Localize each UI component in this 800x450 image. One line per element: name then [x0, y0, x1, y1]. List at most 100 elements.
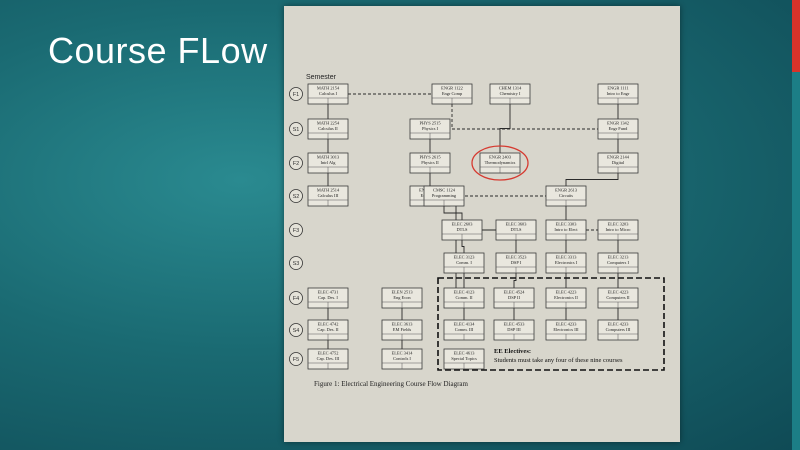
course-name: Programming — [432, 193, 457, 198]
semester-marker: S2 — [289, 189, 303, 203]
prereq-line — [450, 195, 457, 288]
course-code: MATH 2154 — [317, 86, 340, 91]
course-name: Electronics I — [555, 260, 578, 265]
course-name: Circuits — [559, 193, 573, 198]
course-code: ELEC 3303 — [556, 222, 578, 227]
course-name: Calculus III — [318, 193, 339, 198]
course-code: ELEC 3613 — [392, 322, 414, 327]
course-name: Physics II — [421, 160, 439, 165]
course-code: ELEC 4613 — [454, 351, 476, 356]
course-code: ELEC 3213 — [608, 255, 630, 260]
course-code: ELEC 3603 — [506, 222, 528, 227]
course-code: ELEC 4134 — [454, 322, 476, 327]
course-name: Cap. Des. II — [317, 327, 339, 332]
semester-label: S3 — [293, 261, 300, 267]
course-code: ELEC 2603 — [452, 222, 474, 227]
semester-marker: F3 — [289, 223, 303, 237]
course-code: ELEC 4533 — [504, 322, 526, 327]
course-name: Comm. I — [456, 260, 472, 265]
course-name: DSP II — [508, 295, 520, 300]
course-name: Cap. Des. III — [317, 356, 340, 361]
course-code: ENGR 1122 — [441, 86, 463, 91]
course-name: DSP I — [511, 260, 522, 265]
semester-marker: S1 — [289, 122, 303, 136]
course-code: ELEC 3523 — [506, 255, 528, 260]
prereq-line — [499, 104, 511, 153]
course-code: ELEC 4123 — [454, 290, 476, 295]
course-name: Electronics III — [553, 327, 579, 332]
course-code: ELEC 4223 — [608, 290, 630, 295]
semester-label: S2 — [293, 194, 300, 200]
course-name: Digital — [612, 160, 625, 165]
course-code: CMSC 1124 — [433, 188, 456, 193]
semester-label: F4 — [293, 296, 299, 302]
semester-label: F1 — [293, 92, 299, 98]
course-name: Eng Econ — [393, 295, 411, 300]
coreq-line — [451, 104, 598, 130]
course-name: Comm. II — [455, 295, 473, 300]
course-code: ENGR 2403 — [489, 155, 512, 160]
semester-label: S1 — [293, 127, 300, 133]
course-name: Engr Fund — [609, 126, 628, 131]
course-code: ELEC 4233 — [608, 322, 630, 327]
semester-marker: S3 — [289, 256, 303, 270]
course-code: ENGR 1111 — [607, 86, 628, 91]
course-code: ENGR 2613 — [555, 188, 578, 193]
course-code: MATH 2254 — [317, 121, 340, 126]
course-code: ELEC 3203 — [608, 222, 630, 227]
course-name: DTLS — [457, 227, 469, 232]
course-code: ELEC 3313 — [556, 255, 578, 260]
course-code: ELEC 3414 — [392, 351, 414, 356]
course-name: Intro to Elect — [554, 227, 578, 232]
semester-label: S4 — [293, 328, 300, 334]
figure-caption: Figure 1: Electrical Engineering Course … — [314, 380, 469, 388]
course-code: PHYS 2515 — [419, 121, 441, 126]
electives-region — [437, 277, 665, 371]
course-code: ELEC 4233 — [556, 322, 578, 327]
electives-note: Students must take any four of these nin… — [494, 357, 623, 364]
semester-label: F3 — [293, 228, 299, 234]
course-name: Computers III — [606, 327, 631, 332]
prereq-line — [513, 273, 517, 288]
semester-marker: F1 — [289, 87, 303, 101]
prereq-line — [565, 173, 619, 186]
semester-label: F5 — [293, 357, 299, 363]
course-name: Special Topics — [451, 356, 477, 361]
course-code: ELEC 3123 — [454, 255, 476, 260]
semester-marker: F2 — [289, 156, 303, 170]
course-name: Computers II — [606, 295, 630, 300]
highlight-circle — [471, 145, 529, 181]
course-name: DTLS — [511, 227, 523, 232]
course-code: ENGR 2144 — [607, 155, 630, 160]
course-name: Controls I — [393, 356, 411, 361]
course-code: CHEM 1314 — [499, 86, 522, 91]
course-name: EM Fields — [393, 327, 412, 332]
course-name: Chemistry I — [500, 91, 521, 96]
course-code: ELEC 4524 — [504, 290, 526, 295]
